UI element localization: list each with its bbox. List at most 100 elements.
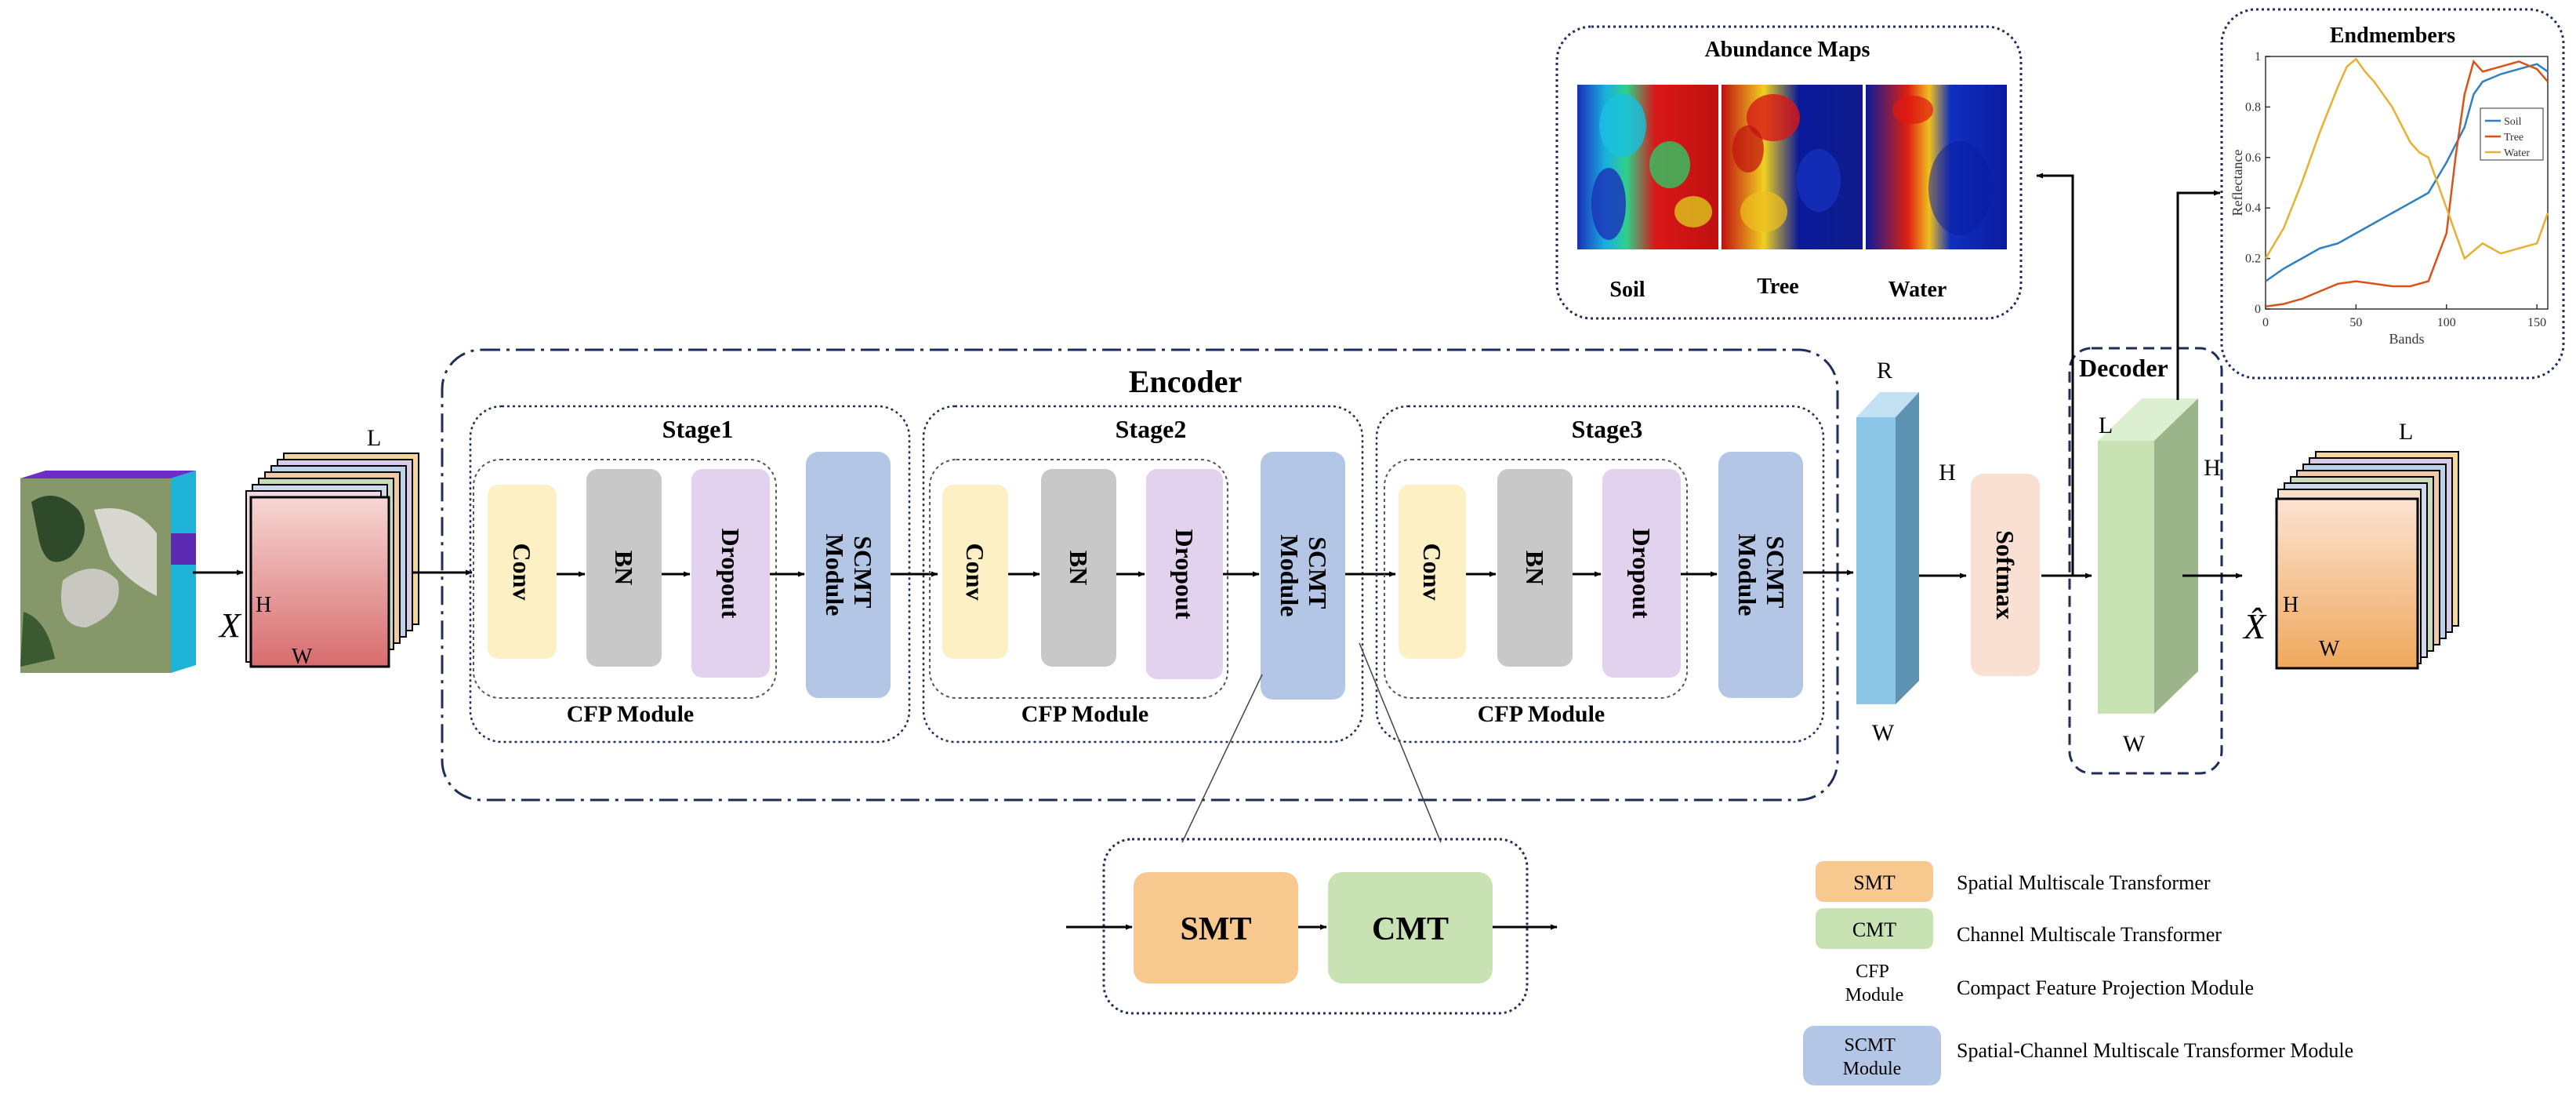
stage1-cfp-label: CFP Module bbox=[567, 701, 695, 727]
endmembers-legend-label-water: Water bbox=[2504, 147, 2530, 159]
zoom-line-right bbox=[1359, 642, 1442, 843]
legend-swatch-cfp-line1: CFP bbox=[1856, 962, 1888, 982]
endmembers-y-tick-label: 0.8 bbox=[2245, 100, 2261, 114]
legend-swatch-scmt-line2: Module bbox=[1843, 1059, 1902, 1079]
output-dim-h: H bbox=[2283, 593, 2298, 617]
abundance-label-tree: Tree bbox=[1757, 274, 1798, 299]
stage3-scmt-line2: Module bbox=[1733, 534, 1761, 616]
latent-dim-w: W bbox=[1872, 720, 1895, 746]
zoom-line-left bbox=[1181, 674, 1263, 843]
endmembers-y-tick-label: 1 bbox=[2255, 50, 2261, 64]
latent-dim-h: H bbox=[1939, 460, 1956, 485]
stage2-scmt-line1: SCMT bbox=[1304, 536, 1332, 609]
abundance-title: Abundance Maps bbox=[1705, 38, 1870, 62]
endmembers-y-tick-label: 0.4 bbox=[2245, 202, 2261, 215]
input-image-cube bbox=[20, 471, 196, 673]
endmembers-x-tick-label: 50 bbox=[2349, 316, 2362, 329]
endmembers-title: Endmembers bbox=[2330, 24, 2455, 48]
stage1-title: Stage1 bbox=[662, 415, 734, 443]
stage1-scmt-line2: Module bbox=[821, 534, 849, 616]
endmembers-series-tree bbox=[2265, 59, 2549, 308]
output-dim-l: L bbox=[2399, 419, 2413, 445]
softmax-box bbox=[1971, 474, 2040, 676]
input-symbol: X bbox=[218, 606, 242, 645]
stage1-group: Stage1 CFP Module Conv BN Dropout SCMT M… bbox=[469, 405, 911, 744]
latent-cuboid: R H W bbox=[1856, 358, 1956, 746]
stage2-conv: Conv bbox=[961, 544, 989, 601]
output-symbol: X̂ bbox=[2242, 606, 2267, 646]
endmembers-x-axis-label: Bands bbox=[2389, 331, 2425, 347]
endmembers-legend-label-tree: Tree bbox=[2504, 132, 2523, 144]
stage3-dropout: Dropout bbox=[1627, 529, 1656, 619]
input-dim-w: W bbox=[292, 645, 313, 669]
stage1-cfp-frame bbox=[473, 459, 777, 699]
abundance-map-water bbox=[1866, 85, 2007, 249]
endmembers-x-tick-label: 0 bbox=[2262, 316, 2269, 329]
endmembers-legend-label-soil: Soil bbox=[2504, 116, 2522, 128]
stage2-cfp-label: CFP Module bbox=[1021, 701, 1149, 727]
endmembers-y-tick-label: 0.6 bbox=[2245, 151, 2261, 165]
arrow-to-endmembers bbox=[2176, 190, 2221, 400]
input-dim-l: L bbox=[367, 425, 381, 451]
stage2-group: Stage2 CFP Module Conv BN Dropout SCMT M… bbox=[922, 405, 1364, 744]
stage1-conv: Conv bbox=[508, 544, 536, 601]
decoder-dim-l: L bbox=[2099, 413, 2113, 438]
encoder-title: Encoder bbox=[1129, 364, 1242, 399]
abundance-label-water: Water bbox=[1888, 278, 1947, 302]
stage3-group: Stage3 CFP Module Conv BN Dropout SCMT M… bbox=[1375, 405, 1825, 744]
output-feature-stack: L H W X̂ bbox=[2242, 419, 2459, 670]
decoder-dim-h: H bbox=[2204, 455, 2221, 481]
stage3-cfp-label: CFP Module bbox=[1478, 701, 1605, 727]
stage2-title: Stage2 bbox=[1116, 415, 1187, 443]
stage1-scmt-line1: SCMT bbox=[849, 536, 877, 608]
stage1-scmt: SCMT Module bbox=[821, 534, 877, 616]
output-dim-w: W bbox=[2319, 637, 2340, 661]
input-dim-h: H bbox=[256, 593, 271, 617]
endmembers-series-water bbox=[2264, 57, 2549, 260]
legend-desc-cfp: Compact Feature Projection Module bbox=[1957, 976, 2254, 999]
stage3-title: Stage3 bbox=[1572, 415, 1643, 443]
legend-swatch-scmt: SCMT Module bbox=[1843, 1035, 1902, 1079]
legend-desc-cmt: Channel Multiscale Transformer bbox=[1957, 923, 2222, 946]
legend-swatch-cfp: CFP Module bbox=[1845, 962, 1904, 1005]
abundance-map-tree bbox=[1722, 85, 1863, 249]
stage3-cfp-frame bbox=[1384, 459, 1688, 699]
endmembers-plot-area bbox=[2265, 56, 2549, 310]
input-feature-stack: L H W X bbox=[218, 425, 419, 669]
legend: SMT Spatial Multiscale Transformer CMT C… bbox=[1803, 861, 2353, 1085]
stage2-scmt: SCMT Module bbox=[1275, 535, 1332, 617]
encoder-frame bbox=[441, 348, 1839, 802]
softmax-label: Softmax bbox=[1991, 530, 2019, 620]
legend-swatch-smt: SMT bbox=[1853, 871, 1896, 894]
cmt-block-label: CMT bbox=[1372, 911, 1449, 947]
legend-desc-smt: Spatial Multiscale Transformer bbox=[1957, 871, 2211, 894]
abundance-label-soil: Soil bbox=[1609, 278, 1645, 302]
legend-swatch-scmt-line1: SCMT bbox=[1845, 1035, 1896, 1056]
abundance-map-soil bbox=[1577, 85, 1718, 249]
scmt-detail-panel: SMT CMT bbox=[1066, 838, 1558, 1015]
endmembers-x-tick-label: 150 bbox=[2527, 316, 2546, 329]
endmembers-y-tick-label: 0.2 bbox=[2245, 253, 2261, 266]
stage2-cfp-frame bbox=[929, 459, 1228, 699]
stage3-scmt-line1: SCMT bbox=[1761, 536, 1790, 608]
stage3-bn: BN bbox=[1521, 551, 1549, 585]
decoder-title: Decoder bbox=[2079, 354, 2168, 382]
endmembers-y-axis-label: Reflectance bbox=[2230, 150, 2245, 216]
decoder-dim-w: W bbox=[2123, 731, 2146, 757]
legend-desc-scmt: Spatial-Channel Multiscale Transformer M… bbox=[1957, 1039, 2353, 1062]
stage1-bn: BN bbox=[610, 551, 638, 585]
arrow-to-abundance bbox=[2036, 173, 2074, 576]
smt-block-label: SMT bbox=[1180, 911, 1251, 947]
stage2-dropout: Dropout bbox=[1170, 529, 1199, 620]
decoder-frame bbox=[2068, 347, 2223, 775]
endmembers-x-tick-label: 100 bbox=[2437, 316, 2456, 329]
abundance-maps-panel: Abundance Maps Soil Tree Water bbox=[1555, 25, 2023, 320]
stage1-dropout: Dropout bbox=[717, 529, 745, 619]
stage3-conv: Conv bbox=[1418, 544, 1446, 601]
stage2-bn: BN bbox=[1065, 551, 1093, 585]
legend-swatch-cfp-line2: Module bbox=[1845, 985, 1904, 1005]
decoder-cuboid: L H W bbox=[2098, 398, 2221, 757]
